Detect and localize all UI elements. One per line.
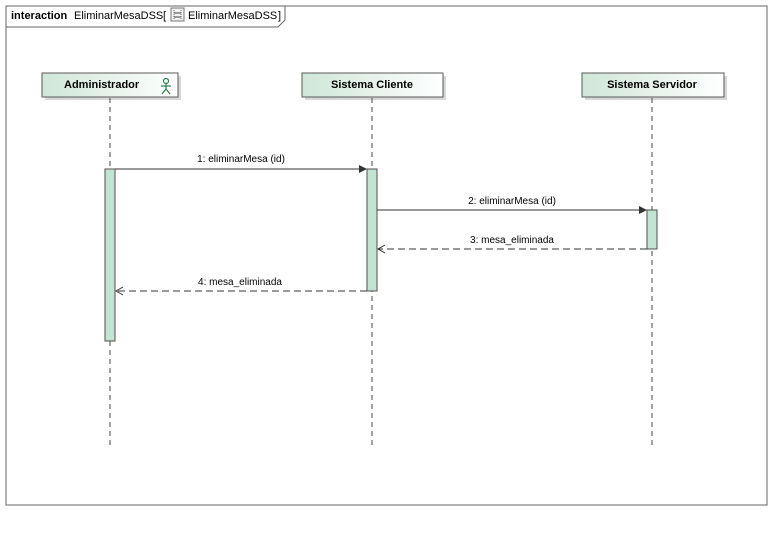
message-3[interactable]: 3: mesa_eliminada [376, 235, 647, 254]
frame-bracket-open: [ [163, 10, 166, 22]
lifeline-head[interactable] [41, 72, 179, 98]
lifeline-head[interactable] [301, 72, 444, 98]
arrow-head-filled [639, 206, 647, 214]
lifeline-head[interactable] [581, 72, 725, 98]
frame-heading-tab [5, 5, 286, 28]
actor-icon [161, 77, 171, 95]
sequence-diagram-icon [170, 7, 185, 22]
message-2[interactable]: 2: eliminarMesa (id) [377, 196, 647, 214]
activation-bar-sistema-cliente[interactable] [366, 168, 378, 292]
frame-keyword: interaction [11, 10, 68, 22]
lifeline-label: Sistema Servidor [607, 79, 698, 91]
activation-bar-sistema-servidor[interactable] [646, 209, 658, 250]
message-1[interactable]: 1: eliminarMesa (id) [115, 154, 367, 173]
message-label: 1: eliminarMesa (id) [197, 154, 285, 165]
arrow-head-open [376, 244, 386, 254]
message-label: 2: eliminarMesa (id) [468, 196, 556, 207]
activation-bar-administrador[interactable] [104, 168, 116, 342]
frame-bracket-close: ] [278, 10, 281, 22]
lifeline-label: Administrador [64, 79, 140, 91]
lifeline-label: Sistema Cliente [331, 79, 413, 91]
lifeline-sistema-cliente[interactable]: Sistema Cliente [301, 72, 446, 447]
message-label: 3: mesa_eliminada [470, 235, 554, 246]
message-4[interactable]: 4: mesa_eliminada [114, 277, 367, 296]
message-label: 4: mesa_eliminada [198, 277, 282, 288]
frame-name: EliminarMesaDSS [74, 10, 163, 22]
frame-ref-name: EliminarMesaDSS [188, 10, 277, 22]
lifeline-sistema-servidor[interactable]: Sistema Servidor [581, 72, 727, 447]
arrow-head-filled [359, 165, 367, 173]
arrow-head-open [114, 286, 124, 296]
